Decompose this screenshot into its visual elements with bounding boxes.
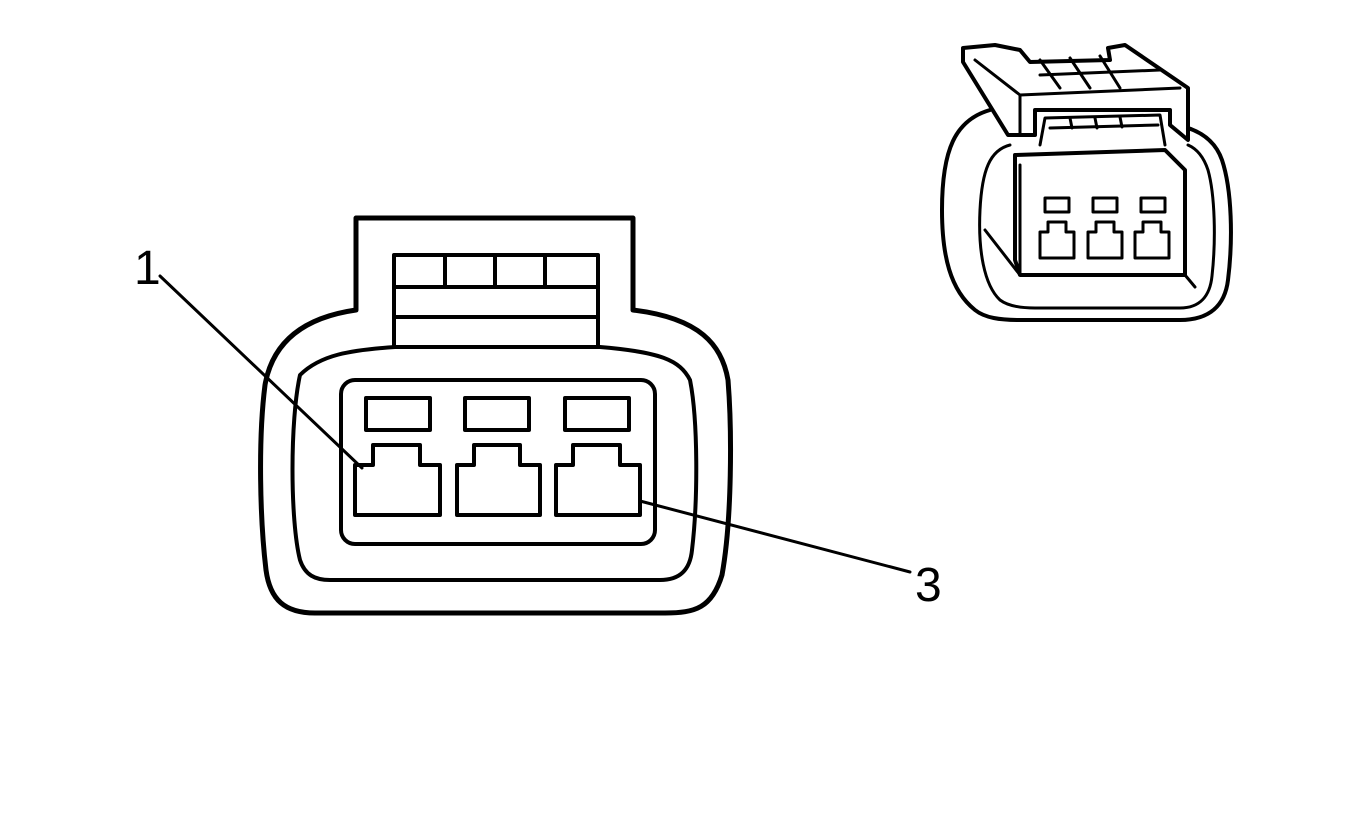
connector-perspective-view (940, 43, 1233, 322)
terminal-cavity-frame (339, 378, 657, 546)
callout-label-1: 1 (134, 242, 161, 295)
main-connector-face-view (258, 215, 733, 616)
perspective-latch-window (1038, 113, 1167, 147)
callout-pin-3: 3 (638, 499, 942, 612)
leader-line-3 (638, 499, 912, 574)
leader-line-1 (158, 274, 364, 470)
perspective-cavity-3 (1133, 220, 1171, 260)
callout-label-3: 3 (915, 559, 942, 612)
terminal-cavity-2 (455, 443, 542, 517)
perspective-outer-housing (940, 108, 1233, 322)
connector-outer-housing (258, 215, 733, 616)
lock-window-1 (364, 396, 432, 432)
latch-grid (392, 253, 600, 349)
callout-pin-1: 1 (134, 242, 364, 470)
connector-inner-seal (290, 345, 699, 582)
perspective-inner-housing (978, 143, 1216, 310)
perspective-cavity-1 (1038, 220, 1076, 260)
perspective-cavity-2 (1086, 220, 1124, 260)
terminal-cavity-3 (554, 443, 642, 517)
terminal-cavity-1 (353, 443, 442, 517)
lock-window-2 (463, 396, 531, 432)
lock-window-3 (563, 396, 631, 432)
